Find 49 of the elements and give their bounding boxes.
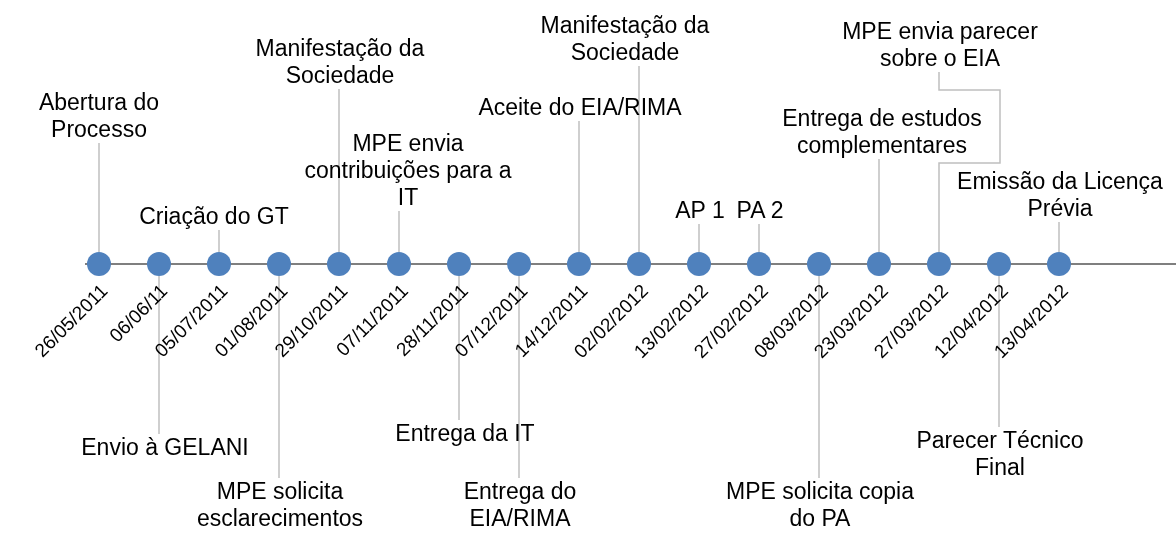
leader-line xyxy=(278,275,280,479)
event-label: MPE envia parecer sobre o EIA xyxy=(829,18,1051,72)
event-label: Entrega da IT xyxy=(387,420,543,447)
event-label: MPE solicita copia do PA xyxy=(714,478,926,532)
timeline-dot xyxy=(327,252,351,276)
leader-line xyxy=(758,223,760,253)
leader-line xyxy=(458,275,460,421)
leader-line xyxy=(818,275,820,479)
timeline-dot xyxy=(87,252,111,276)
event-label: Abertura do Processo xyxy=(29,89,169,143)
leader-line xyxy=(698,223,700,253)
event-label: Entrega do EIA/RIMA xyxy=(456,478,584,532)
event-label: Envio à GELANI xyxy=(72,434,258,461)
event-label: Parecer Técnico Final xyxy=(901,427,1099,481)
leader-line xyxy=(578,120,580,253)
leader-line xyxy=(338,88,340,253)
timeline-dot xyxy=(447,252,471,276)
timeline-dot xyxy=(147,252,171,276)
timeline-dot xyxy=(567,252,591,276)
event-label: Manifestação da Sociedade xyxy=(530,12,720,66)
leader-line xyxy=(158,275,160,435)
leader-line xyxy=(998,275,1000,428)
timeline-dot xyxy=(387,252,411,276)
event-label: Entrega de estudos complementares xyxy=(771,105,993,159)
leader-line xyxy=(938,71,1001,253)
event-label: Manifestação da Sociedade xyxy=(245,35,435,89)
timeline-dot xyxy=(807,252,831,276)
timeline-dot xyxy=(267,252,291,276)
timeline-dot xyxy=(507,252,531,276)
timeline-dot xyxy=(747,252,771,276)
leader-line xyxy=(638,65,640,253)
event-label: AP 1 xyxy=(672,197,728,224)
leader-line xyxy=(398,210,400,253)
event-label: PA 2 xyxy=(732,197,788,224)
leader-line xyxy=(218,229,220,253)
event-label: Emissão da Licença Prévia xyxy=(948,168,1172,222)
timeline-dot xyxy=(627,252,651,276)
timeline-dot xyxy=(1047,252,1071,276)
leader-line xyxy=(518,275,520,479)
leader-line xyxy=(1058,221,1060,253)
timeline-dot xyxy=(987,252,1011,276)
leader-line xyxy=(878,158,880,253)
timeline-dot xyxy=(207,252,231,276)
timeline-dot xyxy=(687,252,711,276)
event-label: MPE solicita esclarecimentos xyxy=(192,478,368,532)
event-label: Aceite do EIA/RIMA xyxy=(465,94,695,121)
timeline-dot xyxy=(927,252,951,276)
timeline-dot xyxy=(867,252,891,276)
leader-line xyxy=(98,142,100,253)
